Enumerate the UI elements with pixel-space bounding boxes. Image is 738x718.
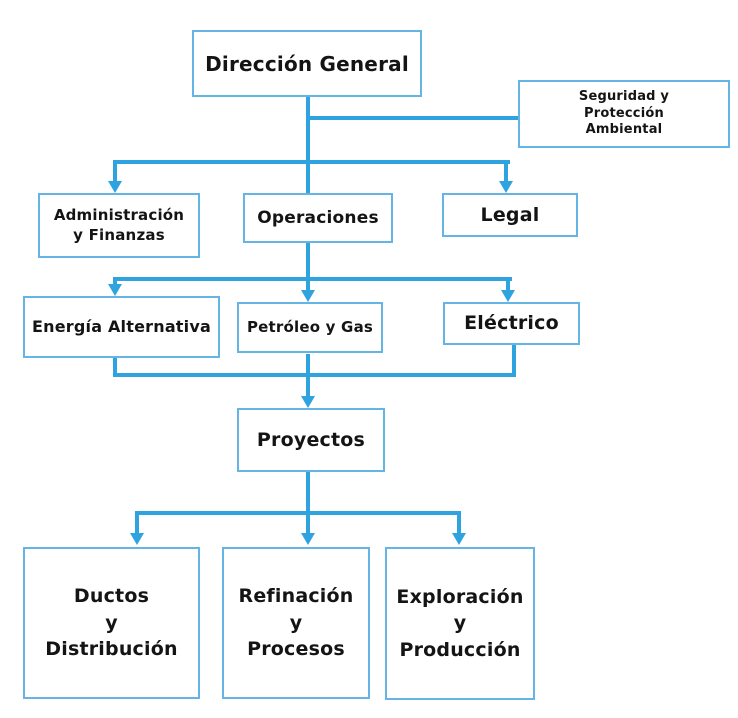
connector-bottom-hline [135, 511, 461, 515]
connector-direccion-seguridad [308, 116, 518, 120]
connector-to-energia [113, 277, 117, 285]
node-legal-label: Legal [480, 203, 540, 226]
arrow-to-electrico-icon [501, 290, 515, 302]
connector-level2-hline [113, 160, 510, 164]
arrow-to-proyectos-icon [301, 396, 315, 408]
node-operaciones-label: Operaciones [257, 207, 379, 228]
connector-direccion-operaciones [306, 97, 310, 193]
connector-to-exploracion [457, 511, 461, 533]
node-direccion-general: Dirección General [192, 30, 422, 97]
node-direccion-general-label: Dirección General [205, 51, 409, 76]
connector-to-ductos [135, 511, 139, 533]
connector-to-legal [504, 160, 508, 181]
connector-to-administracion [113, 160, 117, 181]
node-electrico: Eléctrico [443, 302, 580, 345]
arrow-to-legal-icon [499, 181, 513, 193]
node-proyectos-label: Proyectos [256, 428, 366, 451]
connector-converge-hline [113, 373, 516, 377]
node-legal: Legal [442, 193, 578, 237]
arrow-to-administracion-icon [108, 181, 122, 193]
arrow-to-energia-icon [108, 284, 122, 296]
arrow-to-petroleo-icon [301, 290, 315, 302]
connector-to-refinacion [306, 511, 310, 533]
node-energia-label: Energía Alternativa [32, 316, 211, 336]
node-electrico-label: Eléctrico [464, 312, 559, 335]
node-energia: Energía Alternativa [23, 296, 220, 358]
arrow-to-ductos-icon [130, 533, 144, 545]
connector-operaciones-down [306, 243, 310, 290]
connector-to-electrico [506, 277, 510, 290]
connector-energia-down [113, 358, 117, 377]
connector-electrico-down [512, 345, 516, 377]
node-operaciones: Operaciones [243, 193, 393, 243]
node-proyectos: Proyectos [237, 408, 385, 472]
connector-petroleo-down [306, 354, 310, 396]
arrow-to-refinacion-icon [301, 533, 315, 545]
connector-proyectos-down [306, 472, 310, 515]
connector-level3-hline [113, 277, 512, 281]
node-petroleo: Petróleo y Gas [237, 302, 383, 353]
node-petroleo-label: Petróleo y Gas [246, 317, 374, 336]
arrow-to-exploracion-icon [452, 533, 466, 545]
